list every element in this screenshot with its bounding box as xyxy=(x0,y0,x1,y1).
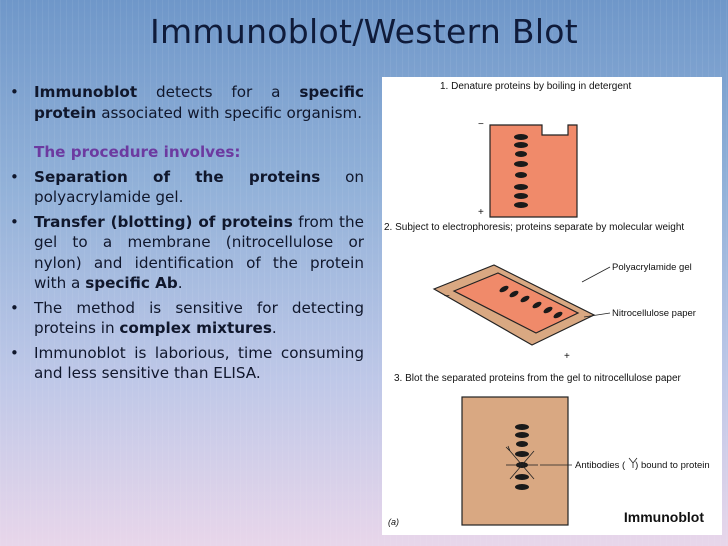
antibody-y-icon xyxy=(628,457,638,468)
term-specific-protein: specific protein xyxy=(34,83,364,122)
bullet-sensitivity: The method is sensitive for detecting pr… xyxy=(8,298,364,339)
label-polyacrylamide-gel: Polyacrylamide gel xyxy=(612,262,692,273)
blotted-membrane xyxy=(461,396,572,526)
label-antibodies: Antibodies () bound to protein xyxy=(575,460,710,471)
step3-caption: 3. Blot the separated proteins from the … xyxy=(394,373,681,384)
minus-sign-2: − xyxy=(444,291,450,302)
gel-on-membrane: − + xyxy=(432,264,611,362)
panel-letter: (a) xyxy=(388,517,399,527)
bullet-list: Immunoblot detects for a specific protei… xyxy=(8,82,364,384)
blot-diagram: − + − + xyxy=(388,119,710,527)
protein-bands-1 xyxy=(514,134,528,208)
bullet-immunoblot-definition: Immunoblot detects for a specific protei… xyxy=(8,82,364,123)
bullet-separation: Separation of the proteins on polyacryla… xyxy=(8,167,364,208)
plus-sign-2: + xyxy=(564,351,570,362)
step1-caption: 1. Denature proteins by boiling in deter… xyxy=(440,81,632,92)
step2-caption: 2. Subject to electrophoresis; proteins … xyxy=(384,222,685,233)
term-immunoblot: Immunoblot xyxy=(34,83,138,101)
antibody-icons xyxy=(505,445,538,480)
bullet-transfer: Transfer (blotting) of proteins from the… xyxy=(8,212,364,294)
western-blot-figure: 1. Denature proteins by boiling in deter… xyxy=(382,77,722,535)
slide-title: Immunoblot/Western Blot xyxy=(149,12,579,51)
minus-sign-1: − xyxy=(478,119,484,130)
label-nitrocellulose-paper: Nitrocellulose paper xyxy=(612,308,696,319)
plus-sign-1: + xyxy=(478,207,484,218)
gel-cassette: − + xyxy=(478,119,578,218)
bullet-limitations: Immunoblot is laborious, time consuming … xyxy=(8,343,364,384)
protein-bands-3 xyxy=(515,424,529,490)
procedure-heading: The procedure involves: xyxy=(34,143,241,161)
figure-label: Immunoblot xyxy=(623,509,704,525)
protein-bands-2 xyxy=(499,285,563,319)
